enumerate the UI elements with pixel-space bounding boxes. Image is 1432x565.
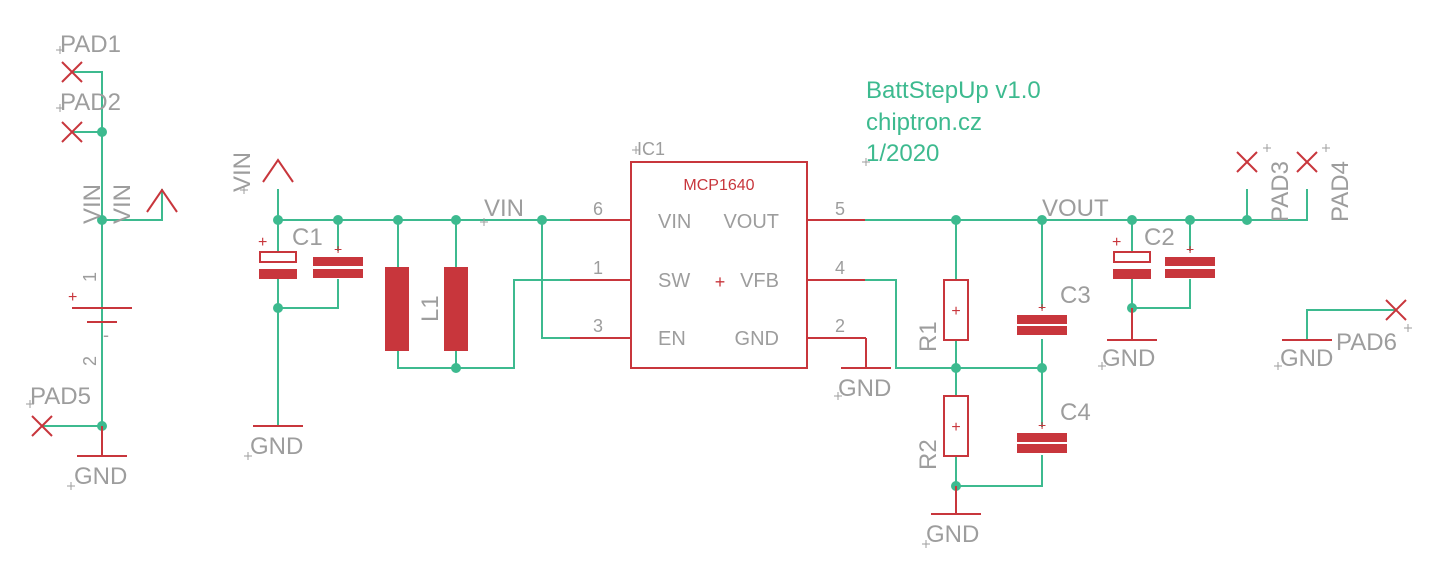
- note-site: chiptron.cz: [866, 109, 982, 136]
- ic-vfb: VFB: [740, 270, 779, 292]
- note-title: BattStepUp v1.0: [866, 77, 1041, 104]
- resistor-r2: + R2: [915, 395, 969, 470]
- vin-net-label: VIN: [484, 195, 524, 222]
- svg-text:+: +: [1186, 241, 1194, 257]
- pad5-label: PAD5: [30, 383, 91, 410]
- pad6-symbol: PAD6: [1336, 299, 1412, 356]
- ic-en: EN: [658, 328, 686, 350]
- board-note: BattStepUp v1.0 chiptron.cz 1/2020: [862, 77, 1041, 167]
- c4-label: C4: [1060, 399, 1091, 426]
- svg-text:+: +: [1038, 299, 1046, 315]
- pad3-symbol: PAD3: [1236, 144, 1294, 222]
- ic-pin5: 5: [835, 199, 845, 219]
- c3-label: C3: [1060, 282, 1091, 309]
- pad1-symbol: PAD1: [56, 31, 121, 83]
- pad6-label: PAD6: [1336, 329, 1397, 356]
- svg-text:+: +: [1112, 234, 1121, 251]
- ic-pin6: 6: [593, 199, 603, 219]
- gnd-label-divider: GND: [926, 521, 979, 548]
- ic-mcp1640: IC1 MCP1640 6 1 3 5 4 2 VIN SW EN VOUT V…: [570, 139, 866, 369]
- pad3-label: PAD3: [1267, 161, 1294, 222]
- ic-vin: VIN: [658, 211, 691, 233]
- capacitor-c2: + + C2: [1112, 224, 1215, 279]
- svg-text:+: +: [1038, 417, 1046, 433]
- gnd-label-input: GND: [250, 433, 303, 460]
- gnd-label-ic: GND: [838, 375, 891, 402]
- capacitor-c3: + C3: [1017, 282, 1091, 335]
- ic-pin1: 1: [593, 258, 603, 278]
- ground-symbol-input: GND: [244, 425, 303, 460]
- vin-supply-label: VIN: [229, 152, 256, 192]
- pad4-label: PAD4: [1327, 161, 1354, 222]
- ic-pin3: 3: [593, 316, 603, 336]
- battery-minus: -: [103, 325, 109, 345]
- ground-symbol-output: GND: [1098, 308, 1157, 372]
- ic-value: MCP1640: [683, 177, 754, 194]
- ground-symbol-pad6: GND: [1274, 339, 1333, 372]
- vout-net-label: VOUT: [1042, 195, 1109, 222]
- battery-pin1: 1: [80, 272, 100, 282]
- c1-label: C1: [292, 224, 323, 251]
- l1-label: L1: [417, 295, 444, 322]
- pad2-symbol: PAD2: [56, 89, 121, 143]
- note-date: 1/2020: [866, 140, 939, 167]
- capacitor-c1: + + C1: [258, 224, 363, 279]
- ic-gnd: GND: [735, 328, 779, 350]
- ic-pin4: 4: [835, 258, 845, 278]
- battery-section: + 1 2 - PAD1 PAD2 PAD5 VIN VIN: [26, 31, 178, 490]
- ic-sw: SW: [658, 270, 690, 292]
- ic-vout: VOUT: [723, 211, 779, 233]
- pad4-symbol: PAD4: [1296, 144, 1354, 222]
- battery-plus: +: [68, 289, 77, 306]
- capacitor-c4: + C4: [1017, 399, 1091, 453]
- resistor-r1: + R1: [915, 279, 969, 352]
- ic-name: IC1: [637, 139, 665, 159]
- svg-text:+: +: [334, 241, 342, 257]
- output-section: VOUT + R1 + R2 + C3 + C4: [865, 144, 1412, 548]
- pad5-symbol: PAD5: [26, 383, 91, 437]
- r1-label: R1: [915, 321, 942, 352]
- pad1-label: PAD1: [60, 31, 121, 58]
- inductor-l1: L1: [385, 267, 468, 351]
- pad2-label: PAD2: [60, 89, 121, 116]
- ground-symbol-divider: GND: [922, 486, 981, 548]
- vin-net-label-a: VIN: [79, 184, 106, 224]
- ground-symbol-battery: GND: [67, 426, 127, 490]
- gnd-label-output: GND: [1102, 345, 1155, 372]
- input-section: VIN + + C1 L1 VIN GND: [229, 152, 571, 460]
- gnd-label-battery: GND: [74, 463, 127, 490]
- vin-supply-arrow: VIN: [229, 152, 294, 194]
- svg-text:+: +: [951, 419, 960, 436]
- ic-center-plus: +: [715, 272, 726, 292]
- battery-pin2: 2: [80, 356, 100, 366]
- battery-symbol: + 1 2 -: [68, 272, 132, 366]
- r2-label: R2: [915, 439, 942, 470]
- vin-net-label-b: VIN: [109, 184, 136, 224]
- c2-label: C2: [1144, 224, 1175, 251]
- vin-supply-arrow-left: [146, 188, 178, 213]
- ground-symbol-ic: GND: [834, 338, 891, 402]
- gnd-label-pad6: GND: [1280, 345, 1333, 372]
- svg-text:+: +: [951, 303, 960, 320]
- svg-text:+: +: [258, 234, 267, 251]
- ic-pin2: 2: [835, 316, 845, 336]
